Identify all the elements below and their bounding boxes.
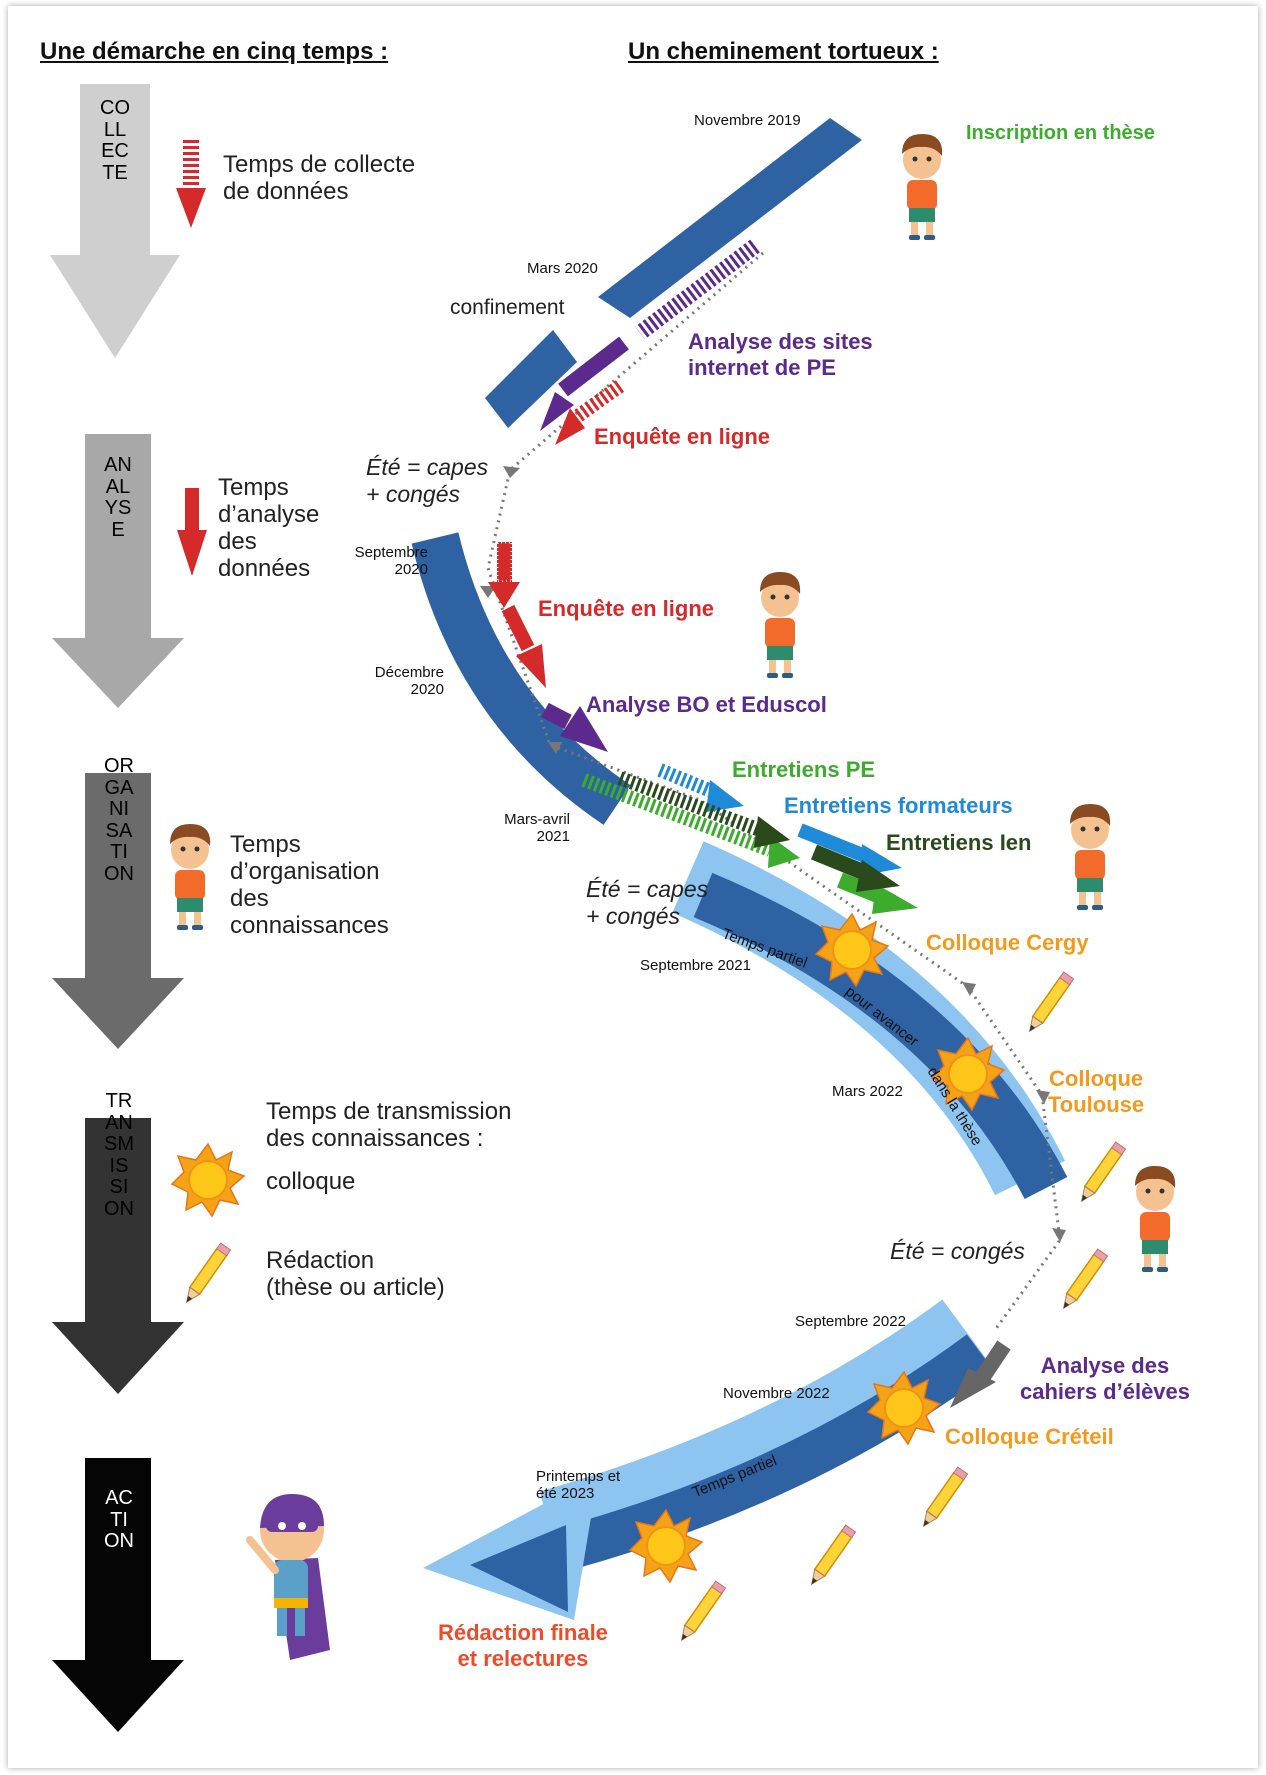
legend-collecte-text: Temps de collecte de données bbox=[223, 151, 416, 205]
pencil-icon bbox=[1075, 1141, 1127, 1206]
pencil-icon bbox=[675, 1580, 727, 1645]
dotted-arrowhead bbox=[1036, 1090, 1050, 1104]
legend-organisation-text: Temps d’organisation des connaissances bbox=[230, 831, 389, 939]
phase-label-transmission: TRANSMISSION bbox=[104, 1090, 134, 1220]
thinking-boy-icon bbox=[760, 572, 801, 678]
phase-label-action: ACTION bbox=[104, 1487, 134, 1552]
date-sep-2020: Septembre 2020 bbox=[354, 544, 428, 578]
activity-enquete-2: Enquête en ligne bbox=[538, 596, 715, 621]
running-boy-icon bbox=[902, 134, 943, 240]
activity-arrow-entretiens-ien bbox=[617, 771, 900, 892]
legend-redaction-text: Rédaction (thèse ou article) bbox=[266, 1247, 445, 1301]
date-mar-avr-2021: Mars-avril 2021 bbox=[504, 811, 570, 845]
dotted-arrowhead bbox=[548, 742, 562, 754]
phase-arrow-collecte bbox=[50, 84, 180, 358]
legend-pencil-icon bbox=[180, 1242, 232, 1307]
phase-label-organisation: ORGANISATION bbox=[104, 755, 134, 885]
date-dec-2020: Décembre 2020 bbox=[374, 664, 444, 698]
pencil-icon bbox=[917, 1466, 969, 1531]
legend-analyse-text: Temps d’analyse des données bbox=[218, 474, 320, 582]
activity-sites: Analyse des sites internet de PE bbox=[688, 329, 873, 380]
pencil-icon bbox=[1023, 971, 1075, 1036]
activity-arrow-enquete2 bbox=[488, 540, 546, 688]
activity-colloque-creteil: Colloque Créteil bbox=[945, 1424, 1114, 1449]
date-nov-2022: Novembre 2022 bbox=[723, 1385, 830, 1402]
phase-arrow-organisation bbox=[52, 773, 184, 1049]
left-header: Une démarche en cinq temps : bbox=[40, 38, 389, 65]
legend-analyse-arrow bbox=[177, 488, 207, 576]
dotted-arrowhead bbox=[1052, 1228, 1066, 1242]
legend-colloque-text: colloque bbox=[266, 1168, 356, 1195]
activity-arrow-cahiers bbox=[950, 1340, 1011, 1408]
activity-colloque-cergy: Colloque Cergy bbox=[926, 930, 1089, 955]
date-printemps-ete-2023: Printemps et été 2023 bbox=[536, 1468, 621, 1502]
legend-thinking-boy-icon bbox=[170, 824, 211, 930]
pause-ete-2022: Été = congés bbox=[890, 1238, 1025, 1264]
legend-sun-icon bbox=[171, 1143, 245, 1217]
legend-transmission-text: Temps de transmission des connaissances … bbox=[266, 1098, 512, 1152]
activity-cahiers: Analyse des cahiers d’élèves bbox=[1020, 1353, 1191, 1404]
activity-entretiens-ien: Entretiens Ien bbox=[886, 830, 1032, 855]
dotted-arrowhead bbox=[503, 466, 520, 478]
thinking-boy-icon bbox=[1135, 1166, 1176, 1272]
thinking-boy-icon bbox=[1070, 804, 1111, 910]
activity-arrow-sites bbox=[540, 239, 760, 431]
date-sep-2021: Septembre 2021 bbox=[640, 957, 751, 974]
activity-arrow-bo bbox=[541, 702, 608, 752]
activity-redaction-finale: Rédaction finale et relectures bbox=[438, 1620, 608, 1671]
phase-arrow-transmission bbox=[52, 1118, 184, 1394]
superhero-icon bbox=[246, 1494, 330, 1660]
pencil-icon bbox=[805, 1524, 857, 1589]
activity-enquete-1: Enquête en ligne bbox=[594, 424, 771, 449]
right-header: Un cheminement tortueux : bbox=[628, 38, 939, 65]
phase-label-analyse: ANALYSE bbox=[104, 454, 132, 541]
date-sep-2022: Septembre 2022 bbox=[795, 1313, 906, 1330]
date-mar-2022: Mars 2022 bbox=[832, 1083, 903, 1100]
activity-entretiens-formateurs: Entretiens formateurs bbox=[784, 793, 1013, 818]
phase-arrow-analyse bbox=[52, 434, 184, 708]
date-nov-2019: Novembre 2019 bbox=[694, 112, 801, 129]
pause-ete-2021: Été = capes + congés bbox=[586, 876, 709, 929]
pencil-icon bbox=[1057, 1248, 1109, 1313]
pause-ete-2020: Été = capes + congés bbox=[366, 454, 489, 507]
phase-label-collecte: COLLECTE bbox=[100, 97, 130, 184]
phase-arrow-action bbox=[52, 1458, 184, 1732]
activity-inscription: Inscription en thèse bbox=[966, 122, 1155, 144]
activity-bo-eduscol: Analyse BO et Eduscol bbox=[586, 692, 827, 717]
date-mar-2020: Mars 2020 bbox=[527, 260, 598, 277]
dotted-arrowhead bbox=[480, 586, 496, 598]
activity-entretiens-pe: Entretiens PE bbox=[732, 757, 876, 782]
activity-colloque-toulouse: Colloque Toulouse bbox=[1048, 1066, 1145, 1117]
timeline-band bbox=[411, 118, 1068, 1620]
activity-arrow-enquete1 bbox=[555, 380, 625, 445]
pause-confinement: confinement bbox=[450, 296, 565, 319]
legend-collecte-arrow bbox=[176, 140, 206, 228]
dotted-arrowhead bbox=[962, 982, 976, 996]
